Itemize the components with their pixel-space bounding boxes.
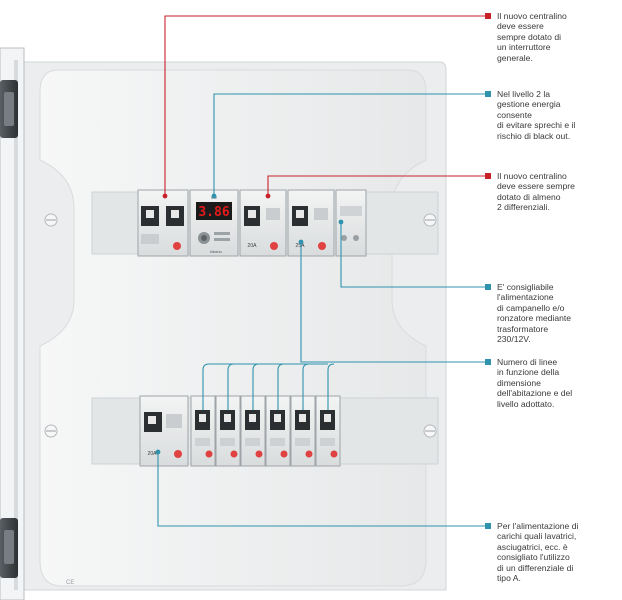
annotation-differentials: Il nuovo centralino deve essere sempre d…	[497, 171, 575, 213]
main-switch-module	[137, 189, 189, 257]
leader-differentials	[267, 175, 488, 196]
callout-lines	[157, 15, 488, 527]
marker-energy-management	[485, 91, 491, 97]
ce-mark: CE	[66, 580, 74, 586]
hinge-icon	[0, 518, 18, 578]
annotation-line-count: Numero di linee in funzione della dimens…	[497, 357, 573, 409]
leader-line-count-branch	[202, 363, 328, 410]
enclosure	[19, 61, 447, 591]
lower-main-rating: 20A	[148, 451, 158, 457]
marker-appliance-loads	[485, 523, 491, 529]
leader-appliance-loads	[157, 452, 488, 527]
screw-icon	[423, 213, 437, 227]
circuit-breaker-group	[190, 395, 341, 467]
meter-display-value: 3.86	[198, 205, 229, 220]
screw-icon	[44, 213, 58, 227]
hinge-icon	[0, 80, 18, 138]
marker-differentials	[485, 173, 491, 179]
leader-origin-dots	[155, 193, 344, 455]
leader-bell-transformer	[340, 222, 488, 288]
screw-icon	[44, 424, 58, 438]
screw-icon	[423, 424, 437, 438]
brand-label: bticino	[210, 249, 222, 254]
door-frame	[0, 47, 25, 600]
annotation-appliance-loads: Per l'alimentazione di carichi quali lav…	[497, 521, 579, 584]
callout-markers	[485, 13, 491, 529]
differential-2-rating: 25A	[296, 243, 306, 249]
annotation-main-switch: Il nuovo centralino deve essere sempre d…	[497, 11, 567, 63]
circuit-breaker-module	[315, 395, 341, 467]
energy-meter-module	[189, 189, 239, 257]
differential-1-rating: 20A	[248, 243, 258, 249]
annotation-bell-transformer: E' consigliabile l'alimentazione di camp…	[497, 282, 572, 345]
marker-line-count	[485, 359, 491, 365]
leader-line-count-trunk	[300, 242, 488, 363]
marker-main-switch	[485, 13, 491, 19]
circuit-breaker-module	[190, 395, 216, 467]
leader-energy-management	[213, 93, 488, 196]
leader-main-switch	[164, 15, 488, 196]
differential-2-module	[287, 189, 335, 257]
marker-bell-transformer	[485, 284, 491, 290]
lower-main-differential	[139, 395, 189, 467]
differential-1-module	[239, 189, 287, 257]
annotation-energy-management: Nel livello 2 la gestione energia consen…	[497, 89, 576, 141]
